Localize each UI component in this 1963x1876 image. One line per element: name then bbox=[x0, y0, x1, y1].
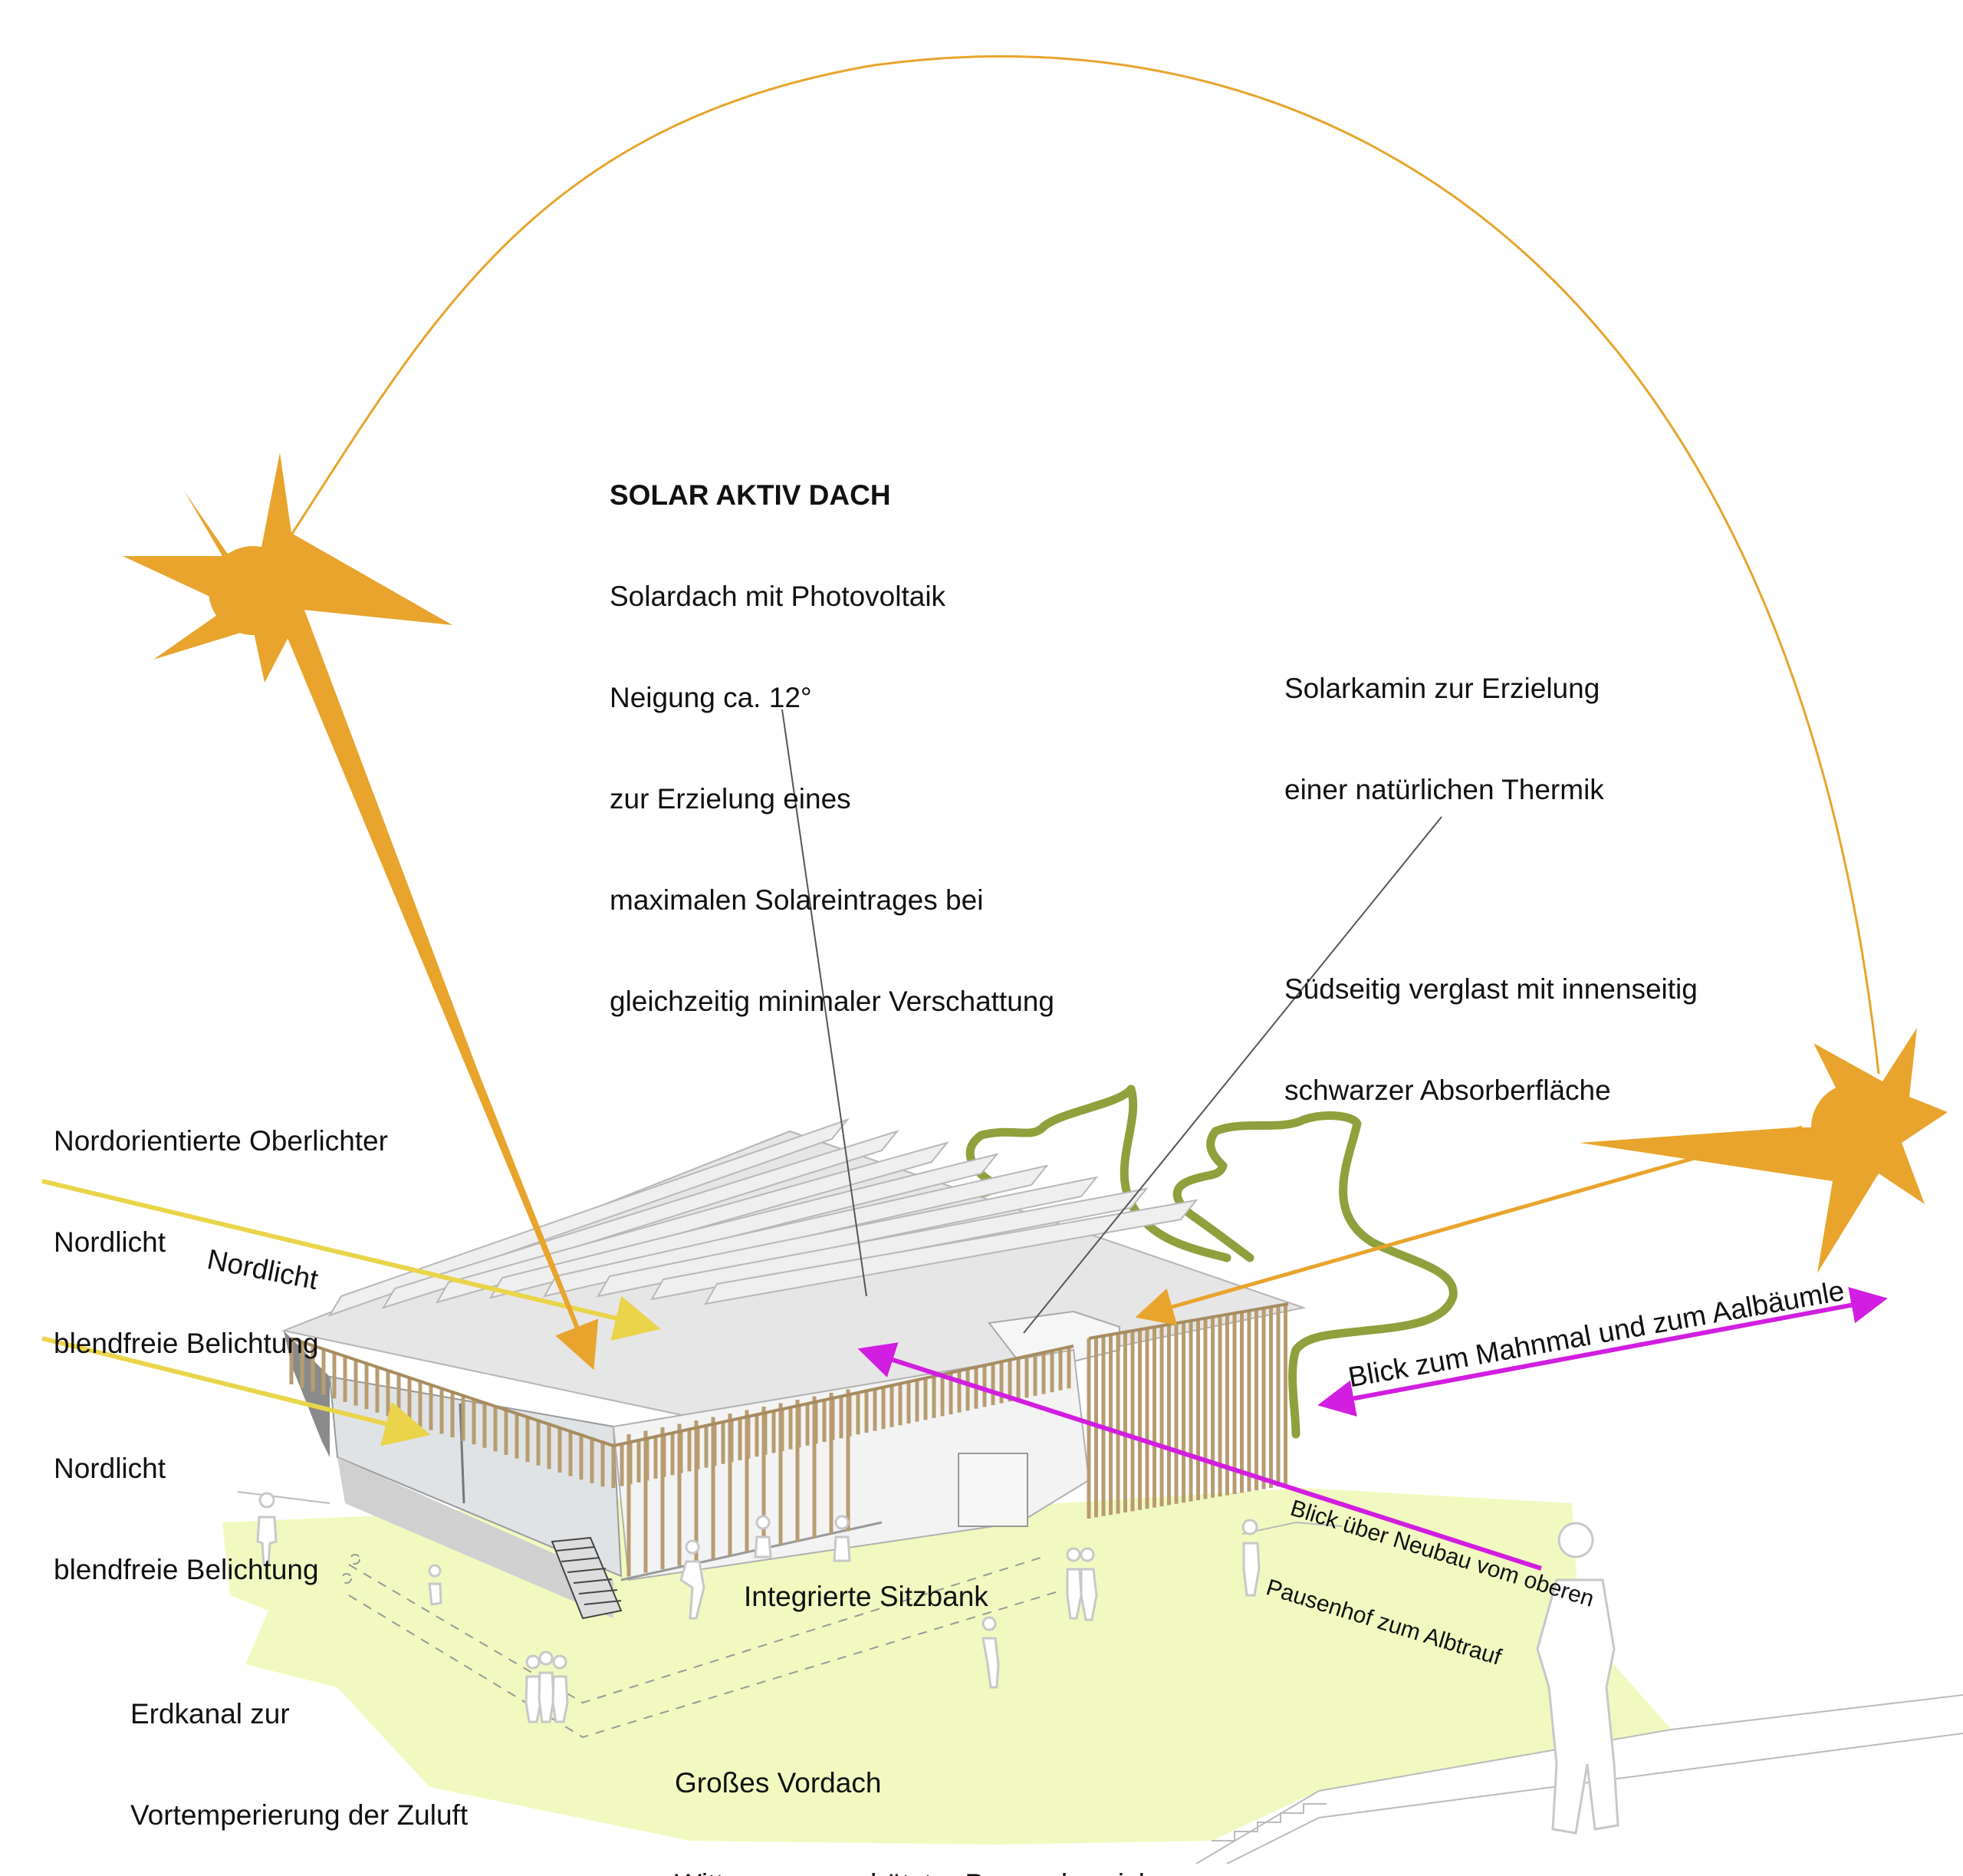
solar-roof-line: gleichzeitig minimaler Verschattung bbox=[610, 986, 1054, 1017]
building bbox=[281, 1117, 1307, 1620]
skylight-text: Nordorientierte Oberlichter Nordlicht bl… bbox=[54, 1057, 388, 1394]
canopy-text: Großes Vordach Witterungsgeschützter Pau… bbox=[675, 1699, 1154, 1876]
sun-beam-left bbox=[265, 583, 571, 1319]
terrain-lines bbox=[237, 1491, 1963, 1864]
solar-chimney-line: Solarkamin zur Erzielung bbox=[1284, 673, 1600, 704]
solar-roof-line: zur Erzielung eines bbox=[610, 783, 851, 815]
canopy-line: Großes Vordach bbox=[675, 1767, 882, 1799]
solar-chimney-text: Solarkamin zur Erzielung einer natürlich… bbox=[1284, 604, 1698, 1141]
nordlicht-text: Nordlicht blendfreie Belichtung bbox=[54, 1384, 319, 1621]
earth-channel-line: Erdkanal zur bbox=[130, 1698, 290, 1730]
earth-channel-line: Vortemperierung der Zuluft bbox=[130, 1799, 469, 1831]
view-arrows bbox=[857, 1287, 1888, 1571]
solar-chimney-line: einer natürlichen Thermik bbox=[1284, 774, 1604, 805]
nordlicht-line: Nordlicht bbox=[54, 1453, 166, 1484]
earth-channel bbox=[341, 1554, 1059, 1739]
skylight-line: Nordorientierte Oberlichter bbox=[54, 1125, 388, 1157]
nordlicht-arrows bbox=[41, 1179, 661, 1446]
solar-chimney-line: Südseitig verglast mit innenseitig bbox=[1284, 973, 1698, 1005]
timber-lamellas bbox=[289, 1305, 1287, 1576]
skylight-line: blendfreie Belichtung bbox=[54, 1328, 319, 1359]
nordlicht-line: blendfreie Belichtung bbox=[54, 1554, 319, 1585]
earth-channel-text: Erdkanal zur Vortemperierung der Zuluft bbox=[130, 1630, 468, 1866]
bench-label: Integrierte Sitzbank bbox=[744, 1581, 988, 1612]
solar-roof-line: Neigung ca. 12° bbox=[610, 682, 812, 713]
skylight-line: Nordlicht bbox=[54, 1226, 166, 1258]
solar-roof-line: maximalen Solareintrages bei bbox=[610, 884, 984, 916]
sun-right bbox=[1580, 1028, 1948, 1273]
solar-chimney-line: schwarzer Absorberfläche bbox=[1284, 1075, 1611, 1106]
leader-lines bbox=[781, 709, 1442, 1334]
sun-path-arc bbox=[286, 55, 1880, 1075]
solar-roof-title: SOLAR AKTIV DACH bbox=[610, 479, 891, 511]
sun-left bbox=[123, 453, 452, 683]
solar-roof-line: Solardach mit Photovoltaik bbox=[610, 581, 946, 612]
canopy-line: Witterungsgeschützter Pausenbereich bbox=[675, 1868, 1154, 1876]
people bbox=[256, 1492, 1619, 1835]
solar-roof-text: Solardach mit Photovoltaik Neigung ca. 1… bbox=[610, 512, 1054, 1052]
solar-chimney-line bbox=[1284, 874, 1698, 905]
